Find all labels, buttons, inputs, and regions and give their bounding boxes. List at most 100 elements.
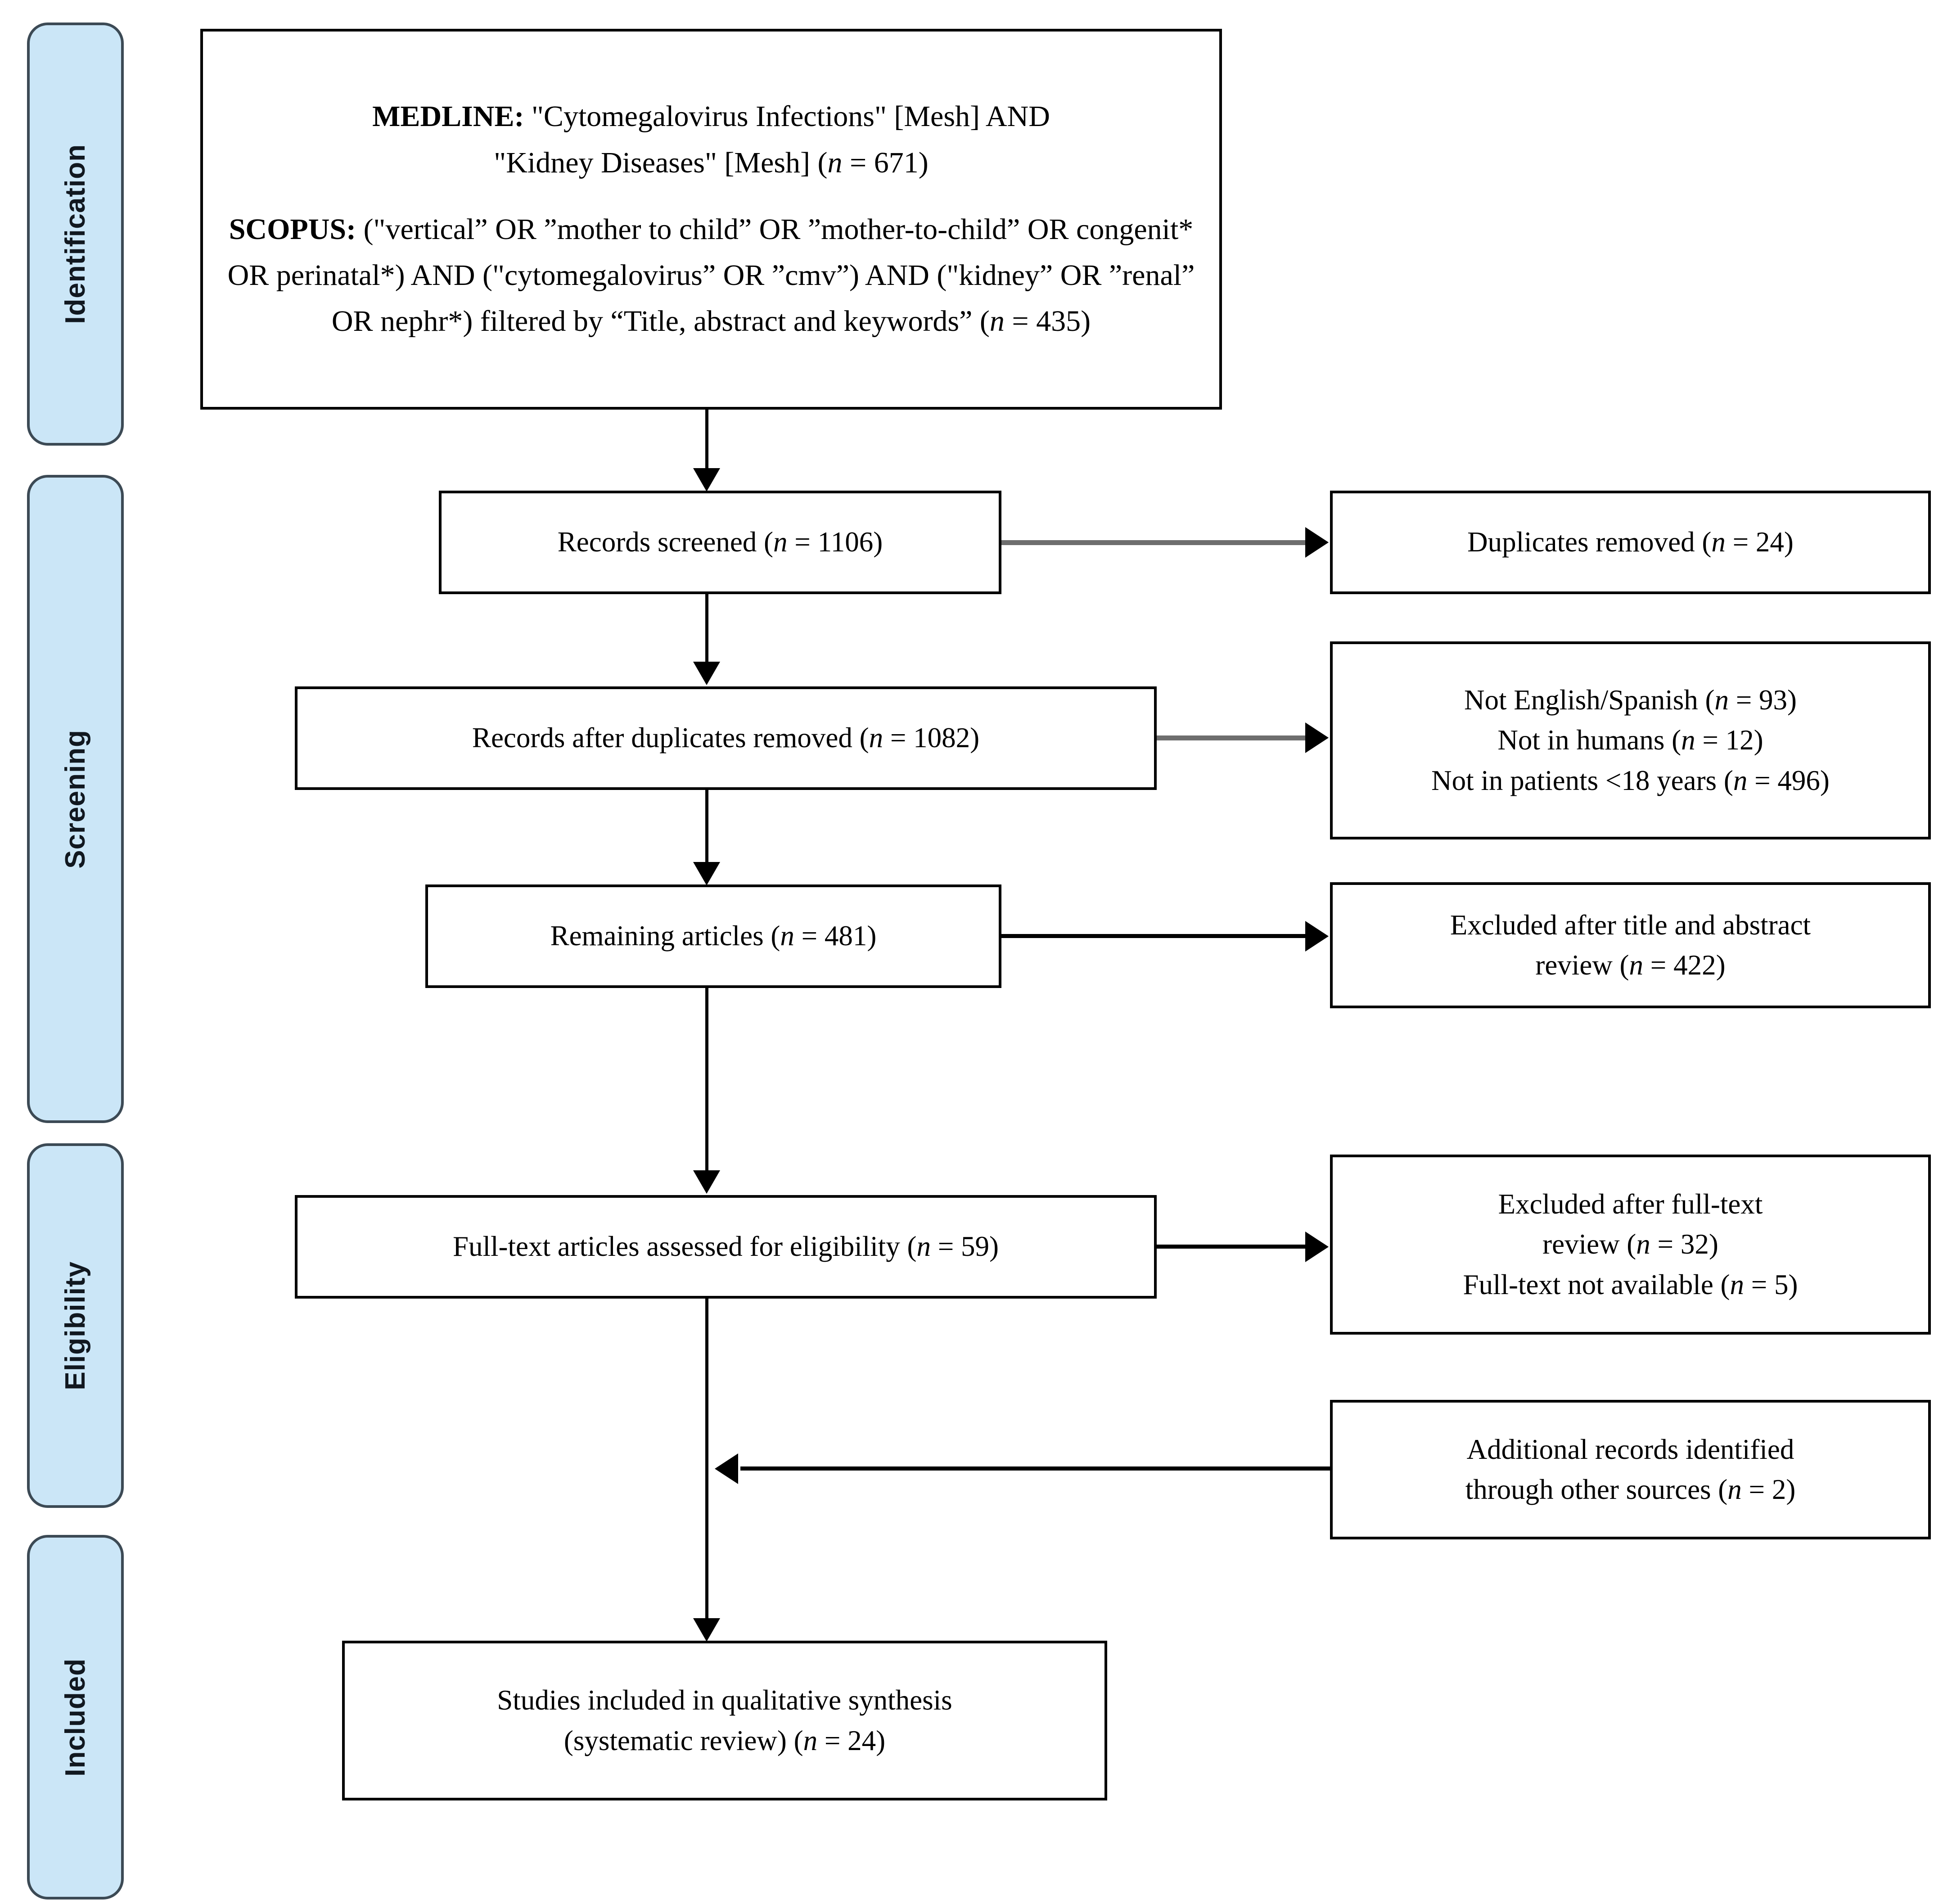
duplicates-removed-text: Duplicates removed (n = 24) [1467,522,1794,562]
scopus-n-value: = 435) [1004,305,1091,338]
records-after-duplicates-n-var: n [869,722,884,754]
medline-query-line2: "Kidney Diseases" [Mesh] ( [494,146,828,179]
arrowhead-remaining-to-fulltext [693,1170,720,1194]
arrowhead-screened-to-duplicates [1305,527,1329,558]
arrowhead-screened-to-after-duplicates [693,662,720,685]
fulltext-exclusion-2-line1: Full-text not available ( [1463,1268,1730,1300]
duplicates-removed-label: Duplicates removed ( [1467,526,1712,558]
arrowhead-after-duplicates-to-exclusions [1305,722,1329,753]
records-screened-n-value: = 1106) [787,526,883,558]
search-sources-text: MEDLINE: "Cytomegalovirus Infections" [M… [215,94,1208,344]
studies-included-line1: Studies included in qualitative synthesi… [497,1684,952,1716]
fulltext-exclusion-2-n-value: = 5) [1744,1268,1798,1300]
studies-included-n-value: = 24) [817,1724,886,1756]
stage-chip-identification: Identification [27,23,124,446]
fulltext-exclusions-box: Excluded after full-text review (n = 32)… [1330,1155,1931,1335]
remaining-articles-n-value: = 481) [794,920,877,952]
additional-records-text: Additional records identified through ot… [1465,1430,1796,1510]
connector-remaining-to-fulltext [705,988,708,1175]
remaining-articles-label: Remaining articles ( [550,920,780,952]
stage-label-screening: Screening [60,729,91,869]
fulltext-exclusion-2-n-var: n [1730,1268,1745,1300]
connector-additional-to-spine [740,1466,1330,1471]
connector-after-duplicates-to-exclusions [1157,735,1307,740]
fulltext-exclusion-1-n-var: n [1636,1228,1650,1260]
additional-records-n-value: = 2) [1741,1474,1796,1505]
remaining-articles-box: Remaining articles (n = 481) [425,884,1001,988]
stage-label-included: Included [60,1658,91,1777]
records-after-duplicates-box: Records after duplicates removed (n = 10… [295,686,1157,790]
screening-exclusion-2-n-var: n [1681,724,1695,756]
fulltext-assessed-n-value: = 59) [931,1231,999,1263]
scopus-n-var: n [989,305,1005,338]
fulltext-assessed-label: Full-text articles assessed for eligibil… [452,1231,917,1263]
studies-included-n-var: n [803,1724,818,1756]
additional-records-line1: Additional records identified [1466,1433,1794,1465]
arrowhead-fulltext-to-included [693,1618,720,1642]
duplicates-removed-n-var: n [1711,526,1726,558]
screening-exclusion-3-n-value: = 496) [1747,764,1830,796]
screening-exclusion-2-label: Not in humans ( [1497,724,1682,756]
duplicates-removed-box: Duplicates removed (n = 24) [1330,491,1931,594]
records-after-duplicates-n-value: = 1082) [883,722,980,754]
search-sources-box: MEDLINE: "Cytomegalovirus Infections" [M… [200,29,1222,410]
connector-fulltext-to-included [705,1299,708,1623]
fulltext-assessed-text: Full-text articles assessed for eligibil… [453,1227,999,1267]
screening-exclusion-3-label: Not in patients <18 years ( [1431,764,1733,796]
stage-label-identification: Identification [60,144,91,324]
scopus-query: ("vertical” OR ”mother to child” OR ”mot… [227,212,1195,338]
medline-query-line1: "Cytomegalovirus Infections" [Mesh] AND [524,100,1050,133]
arrowhead-after-duplicates-to-remaining [693,862,720,885]
connector-fulltext-to-exclusions [1157,1245,1307,1249]
excluded-title-abstract-line1: Excluded after title and abstract [1450,909,1811,941]
records-screened-n-var: n [773,526,788,558]
medline-n-value: = 671) [842,146,929,179]
connector-screened-to-after-duplicates [705,594,708,668]
remaining-articles-text: Remaining articles (n = 481) [550,916,877,956]
screening-exclusion-1-n-var: n [1714,684,1729,716]
remaining-articles-n-var: n [780,920,794,952]
screening-exclusion-3-n-var: n [1733,764,1748,796]
excluded-title-abstract-text: Excluded after title and abstract review… [1450,905,1811,986]
fulltext-exclusion-1-line2: review ( [1542,1228,1636,1260]
excluded-title-abstract-box: Excluded after title and abstract review… [1330,882,1931,1008]
excluded-title-abstract-n-var: n [1629,949,1644,981]
arrowhead-sources-to-screened [693,468,720,492]
arrowhead-additional-to-spine [715,1453,738,1484]
arrowhead-fulltext-to-exclusions [1305,1232,1329,1262]
excluded-title-abstract-line2: review ( [1535,949,1629,981]
connector-remaining-to-excluded-title [1001,934,1307,938]
additional-records-box: Additional records identified through ot… [1330,1400,1931,1539]
fulltext-exclusions-text: Excluded after full-text review (n = 32)… [1463,1184,1798,1305]
medline-label: MEDLINE: [372,100,524,133]
studies-included-text: Studies included in qualitative synthesi… [497,1680,952,1761]
records-after-duplicates-label: Records after duplicates removed ( [472,722,869,754]
fulltext-assessed-n-var: n [916,1231,931,1263]
studies-included-box: Studies included in qualitative synthesi… [342,1641,1107,1800]
studies-included-line2: (systematic review) ( [564,1724,803,1756]
paragraph-spacer [215,186,1208,207]
scopus-label: SCOPUS: [229,212,356,246]
stage-chip-included: Included [27,1535,124,1899]
records-screened-text: Records screened (n = 1106) [558,522,883,562]
screening-exclusion-1-label: Not English/Spanish ( [1464,684,1715,716]
stage-label-eligibility: Eligibility [60,1261,91,1390]
screening-exclusions-text: Not English/Spanish (n = 93) Not in huma… [1431,680,1830,801]
fulltext-exclusion-1-n-value: = 32) [1650,1228,1718,1260]
records-screened-label: Records screened ( [557,526,774,558]
records-screened-box: Records screened (n = 1106) [439,491,1001,594]
fulltext-exclusion-1-line1: Excluded after full-text [1498,1188,1763,1220]
screening-exclusion-1-n-value: = 93) [1729,684,1797,716]
connector-sources-to-screened [705,410,708,475]
connector-screened-to-duplicates [1001,540,1307,545]
stage-chip-eligibility: Eligibility [27,1143,124,1508]
additional-records-line2: through other sources ( [1465,1474,1728,1505]
arrowhead-remaining-to-excluded-title [1305,921,1329,952]
duplicates-removed-n-value: = 24) [1725,526,1794,558]
additional-records-n-var: n [1727,1474,1742,1505]
fulltext-assessed-box: Full-text articles assessed for eligibil… [295,1195,1157,1299]
excluded-title-abstract-n-value: = 422) [1643,949,1726,981]
screening-exclusion-2-n-value: = 12) [1695,724,1763,756]
connector-after-duplicates-to-remaining [705,790,708,869]
